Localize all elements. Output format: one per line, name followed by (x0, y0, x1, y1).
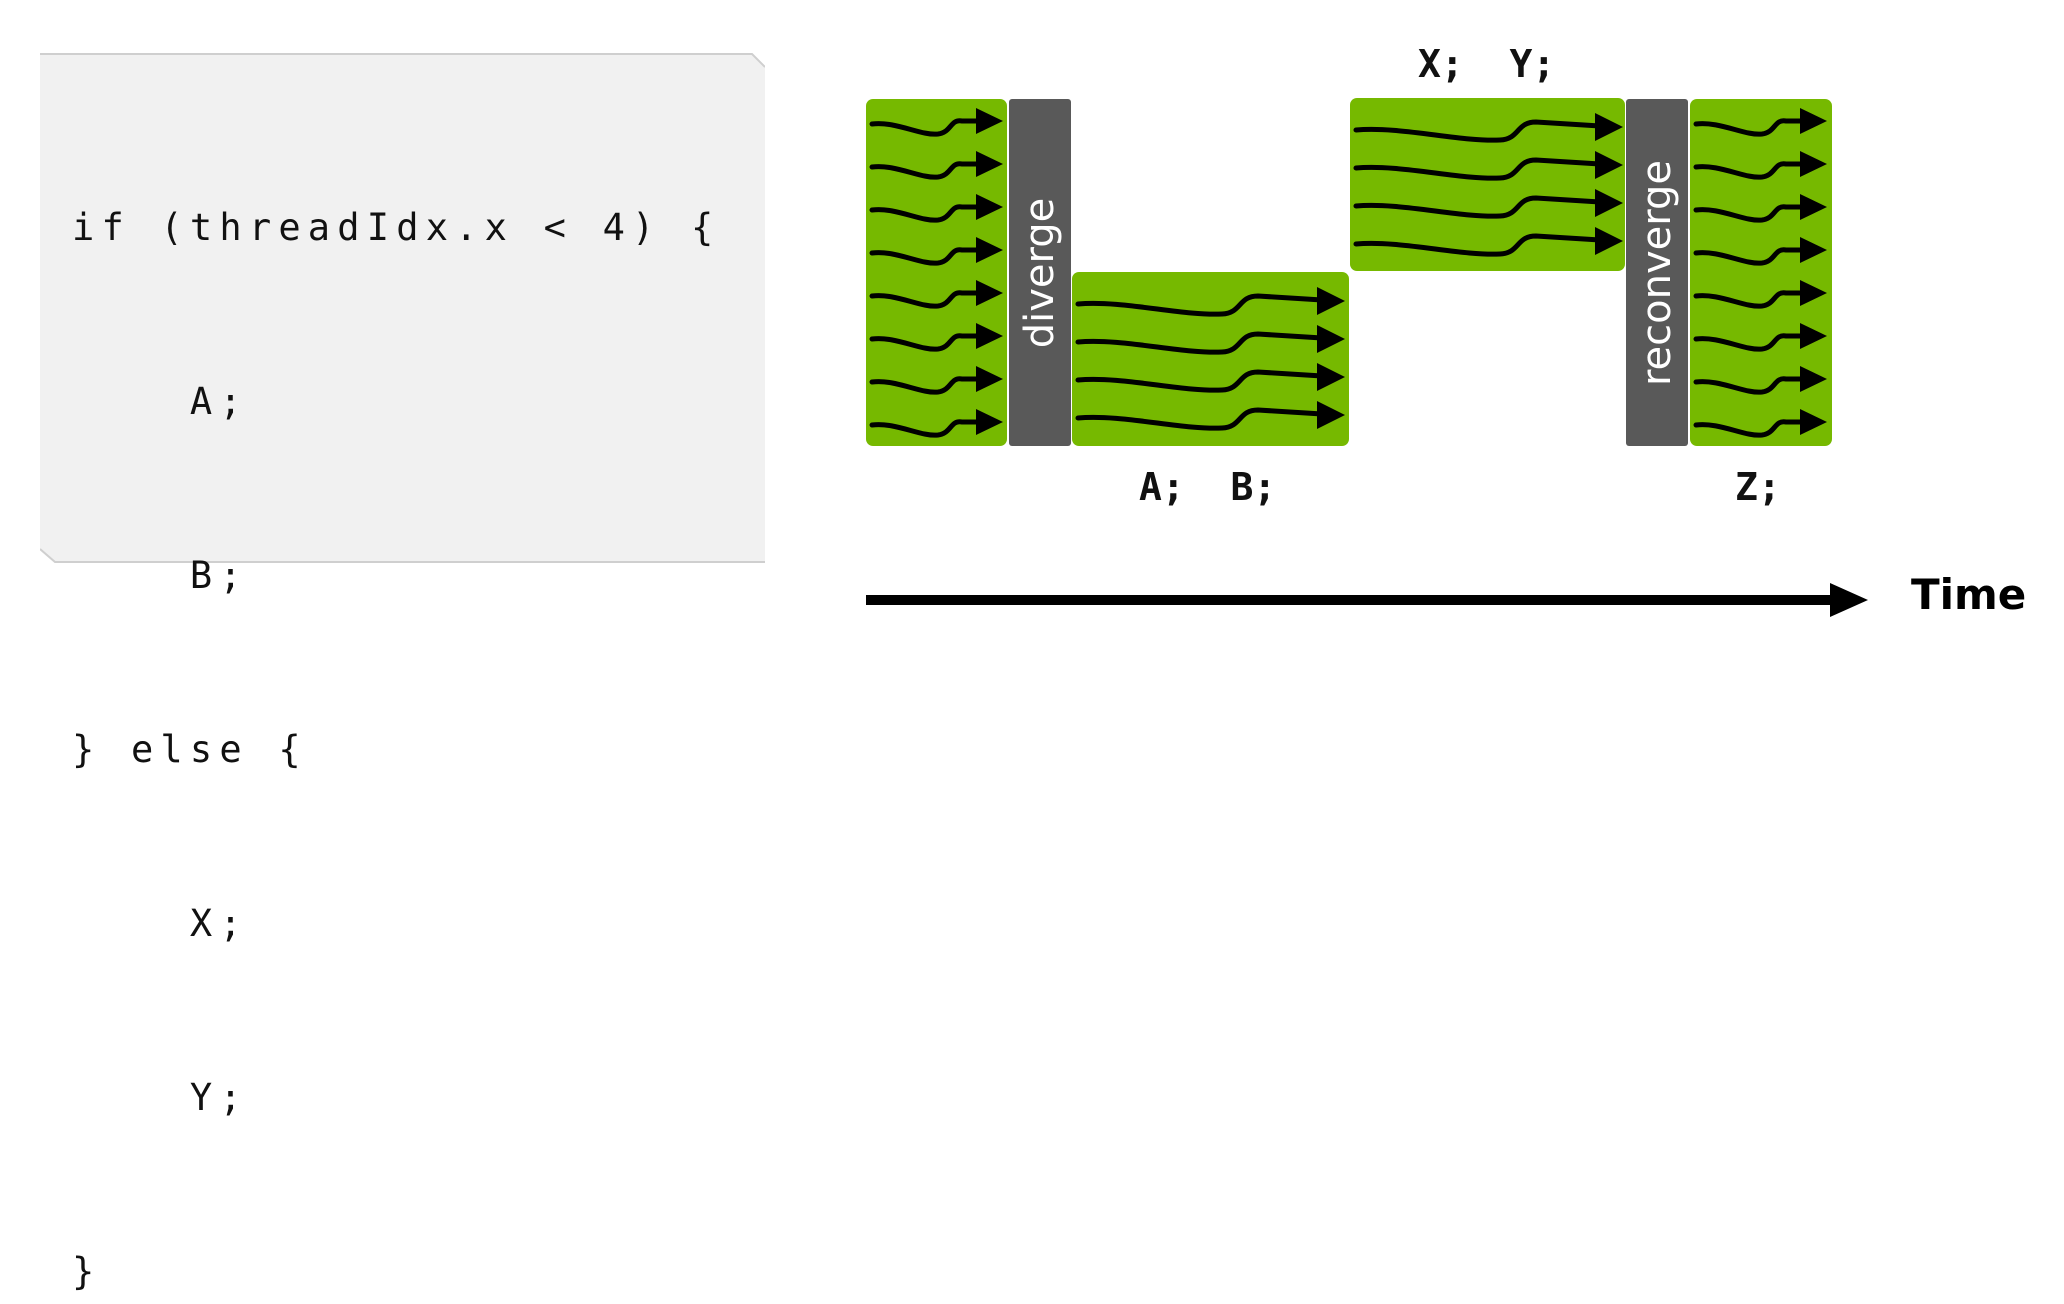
reconverge-label: reconverge (1634, 159, 1680, 386)
diverge-bar: diverge (1009, 99, 1071, 446)
code-line: X; (72, 902, 249, 945)
code-line: B; (72, 554, 249, 597)
thread-arrows-8 (1690, 99, 1832, 446)
code-line: A; (72, 380, 249, 423)
warp-block-reconverged (1690, 99, 1832, 446)
time-axis-label: Time (1911, 570, 2027, 619)
code-panel-background (40, 53, 765, 563)
code-line: if (threadIdx.x < 4) { (72, 206, 721, 249)
label-xy: X; Y; (1418, 42, 1556, 86)
reconverge-bar: reconverge (1626, 99, 1688, 446)
code-panel: if (threadIdx.x < 4) { A; B; } else { X;… (40, 53, 765, 1293)
code-line: } (72, 1250, 102, 1293)
label-ab: A; B; (1139, 465, 1277, 509)
thread-arrows-4 (1072, 272, 1349, 446)
code-line: Y; (72, 1076, 249, 1119)
warp-block-initial (866, 99, 1007, 446)
thread-arrows-4 (1350, 98, 1625, 271)
thread-arrows-8 (866, 99, 1007, 446)
warp-block-if-branch (1072, 272, 1349, 446)
label-z: Z; (1735, 465, 1781, 509)
code-line: } else { (72, 728, 308, 771)
warp-block-else-branch (1350, 98, 1625, 271)
code-listing: if (threadIdx.x < 4) { A; B; } else { X;… (72, 83, 720, 1304)
diverge-label: diverge (1017, 197, 1063, 348)
time-axis-arrow (866, 583, 1868, 617)
